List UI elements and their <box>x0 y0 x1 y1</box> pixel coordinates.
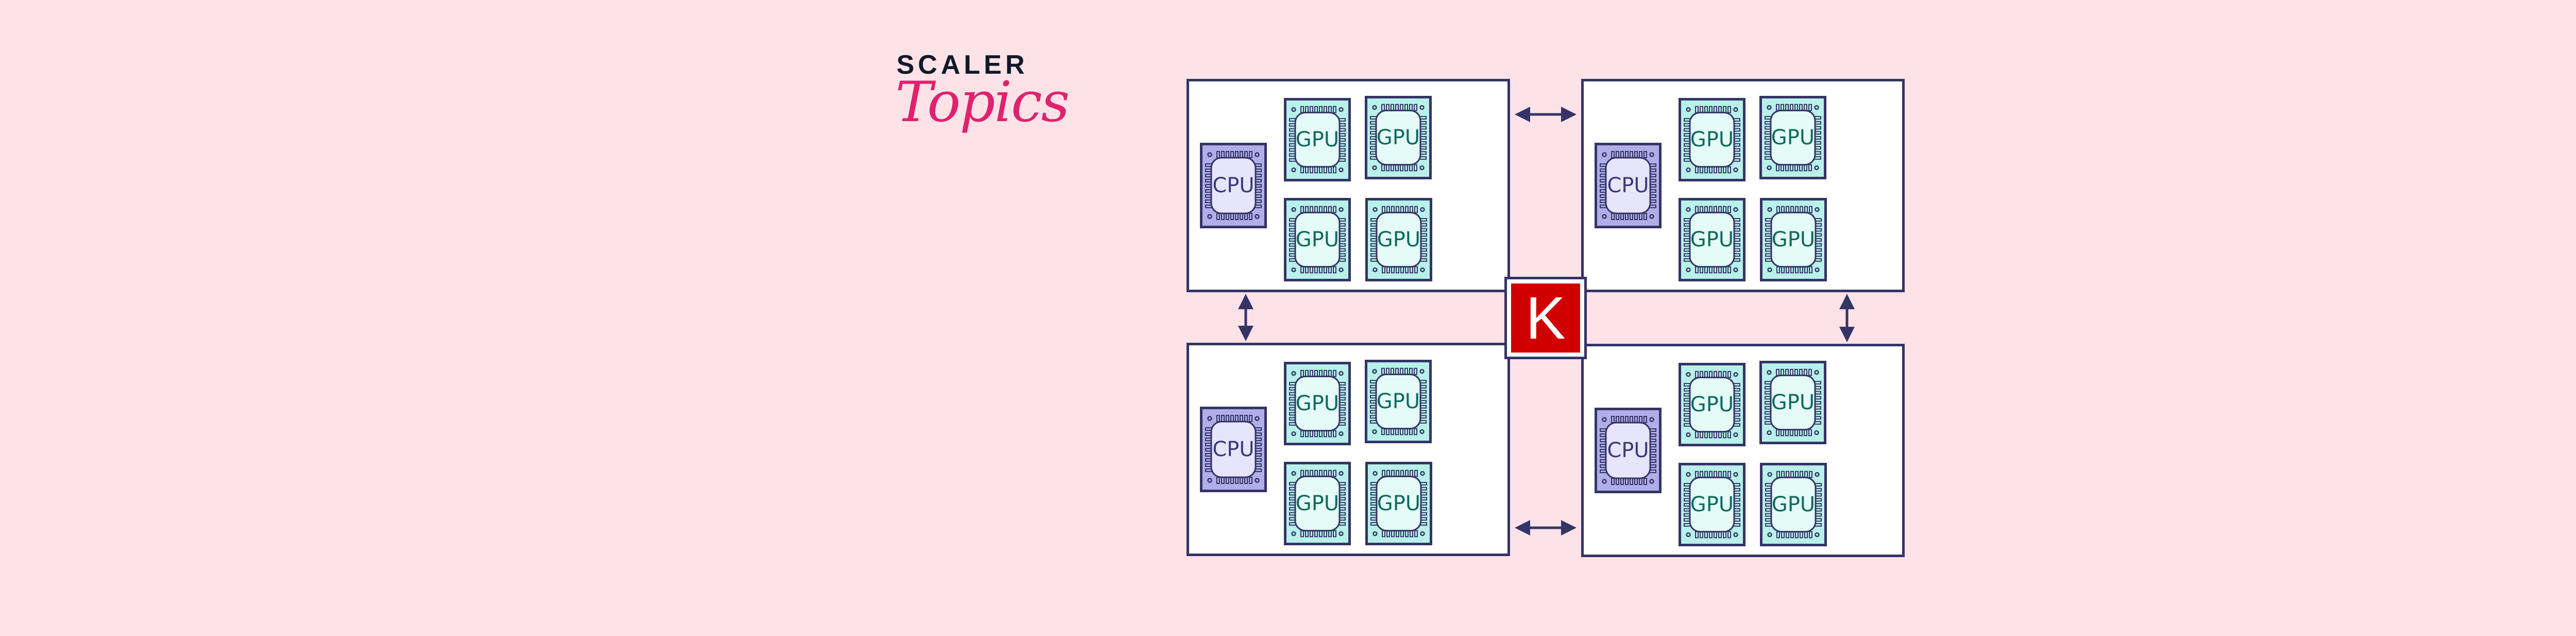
gpu-chip-icon: GPU <box>1679 198 1745 281</box>
gpu-label: GPU <box>1295 228 1340 252</box>
cpu-chip-icon: CPU <box>1200 407 1267 492</box>
gpu-label: GPU <box>1771 493 1816 516</box>
gpu-chip-icon: GPU <box>1284 198 1351 281</box>
node-panel-bottom-left: CPU GPU GPU GPU GPU <box>1187 343 1510 556</box>
gpu-chip-icon: GPU <box>1679 363 1745 446</box>
gpu-chip-icon: GPU <box>1365 198 1432 281</box>
gpu-label: GPU <box>1771 126 1815 149</box>
keras-k-letter: K <box>1526 284 1566 352</box>
gpu-chip-icon: GPU <box>1679 463 1745 546</box>
cpu-chip-icon: CPU <box>1595 408 1662 493</box>
gpu-label: GPU <box>1690 228 1734 252</box>
gpu-label: GPU <box>1771 228 1816 252</box>
gpu-chip-icon: GPU <box>1365 462 1432 545</box>
gpu-chip-icon: GPU <box>1284 462 1351 545</box>
cpu-chip-icon: CPU <box>1200 143 1267 228</box>
gpu-label: GPU <box>1690 493 1734 516</box>
gpu-label: GPU <box>1376 126 1420 149</box>
gpu-chip-icon: GPU <box>1284 98 1351 181</box>
gpu-chip-icon: GPU <box>1759 361 1826 444</box>
scaler-topics-logo: SCALER Topics <box>895 49 1070 153</box>
gpu-label: GPU <box>1690 128 1734 152</box>
gpu-chip-icon: GPU <box>1759 96 1826 179</box>
keras-logo: K <box>1504 277 1587 359</box>
gpu-label: GPU <box>1377 228 1421 252</box>
logo-topics-text: Topics <box>895 70 1070 135</box>
gpu-label: GPU <box>1377 492 1421 515</box>
gpu-chip-icon: GPU <box>1365 360 1432 443</box>
gpu-chip-icon: GPU <box>1365 96 1432 179</box>
cpu-label: CPU <box>1607 439 1649 462</box>
gpu-label: GPU <box>1295 128 1340 152</box>
node-panel-top-left: CPU GPU GPU GPU GPU <box>1187 79 1510 292</box>
logo-scaler-text: SCALER <box>896 50 1028 80</box>
gpu-label: GPU <box>1771 391 1815 414</box>
keras-logo-background: K <box>1511 283 1580 353</box>
gpu-label: GPU <box>1690 393 1734 416</box>
gpu-label: GPU <box>1295 492 1340 515</box>
gpu-chip-icon: GPU <box>1679 98 1745 181</box>
cpu-label: CPU <box>1212 438 1255 461</box>
cpu-chip-icon: CPU <box>1595 143 1662 228</box>
gpu-chip-icon: GPU <box>1760 463 1827 546</box>
gpu-label: GPU <box>1295 392 1340 415</box>
node-panel-bottom-right: CPU GPU GPU GPU GPU <box>1581 344 1905 557</box>
cpu-label: CPU <box>1212 174 1255 197</box>
gpu-chip-icon: GPU <box>1284 362 1351 445</box>
gpu-chip-icon: GPU <box>1760 198 1827 281</box>
node-panel-top-right: CPU GPU GPU GPU GPU <box>1581 79 1905 292</box>
gpu-label: GPU <box>1376 390 1420 413</box>
cpu-label: CPU <box>1607 174 1649 197</box>
